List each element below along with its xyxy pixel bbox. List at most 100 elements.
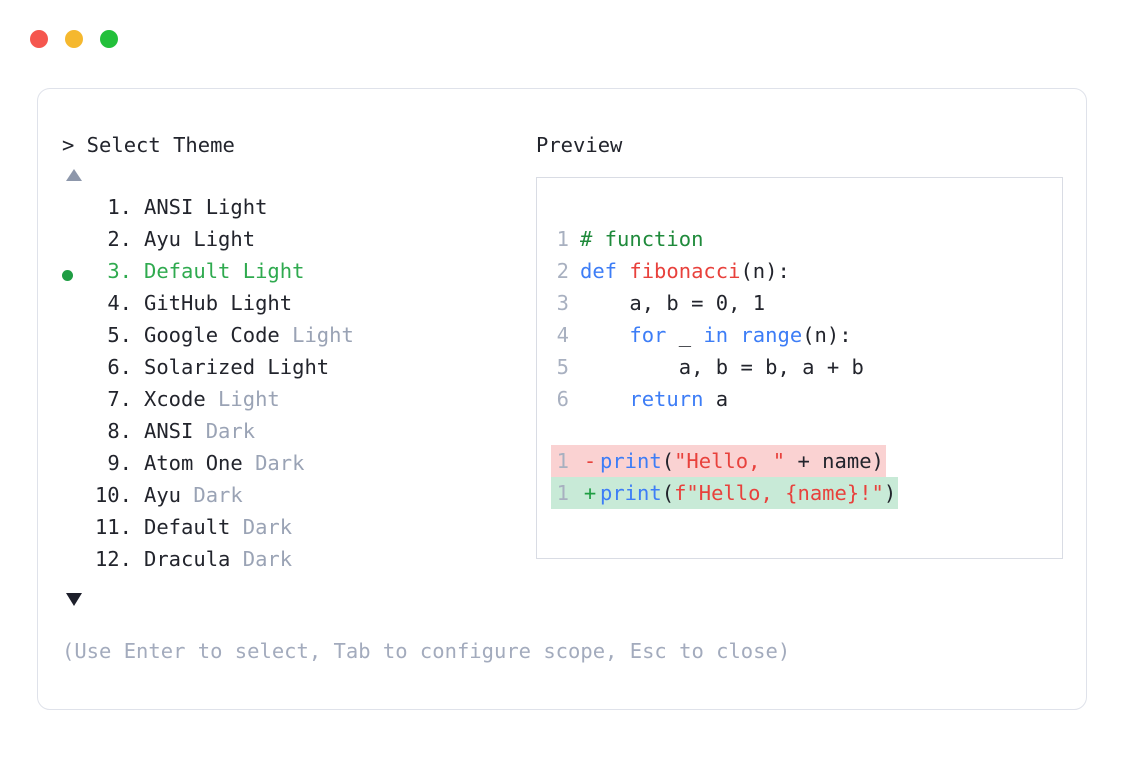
theme-item-name: Default Light [144,259,305,283]
theme-list-item[interactable]: 2. Ayu Light [62,227,532,259]
code-line: 5 a, b = b, a + b [551,351,898,383]
theme-item-name: Solarized Light [144,355,330,379]
theme-item-index: 5. [107,323,132,347]
theme-item-index: 6. [107,355,132,379]
minimize-button[interactable] [65,30,83,48]
code-token-plain: _ [666,323,704,347]
line-number: 1 [556,449,569,473]
theme-item-variant: Dark [230,515,293,539]
theme-item-variant: Light [205,387,280,411]
theme-list-item[interactable]: 7.Xcode Light [62,387,532,419]
theme-list-item[interactable]: 12. Dracula Dark [62,547,532,579]
code-token-plain [580,387,629,411]
theme-item-index: 9. [107,451,132,475]
theme-list-item[interactable]: 5.Google Code Light [62,323,532,355]
diff-marker: - [583,449,597,473]
preview-title: Preview [536,133,623,157]
theme-list-item[interactable]: 8.ANSI Dark [62,419,532,451]
line-number: 2 [556,259,569,283]
code-token-plain: (n): [802,323,852,347]
code-token-plain: ) [883,481,897,505]
theme-list-item[interactable]: 11. Default Dark [62,515,532,547]
line-number: 6 [556,387,569,411]
diff-line-text: print(f"Hello, {name}!") [600,477,896,509]
code-line: 1 # function [551,223,898,255]
theme-item-index: 1. [107,195,132,219]
code-line-text: for _ in range(n): [580,319,852,351]
diff-block: 1-print("Hello, " + name)1+print(f"Hello… [551,445,899,509]
theme-item-index: 12. [94,547,132,571]
theme-item-name: Ayu Light [144,227,256,251]
theme-item-variant: Dark [181,483,243,507]
theme-item-name: Ayu [144,483,182,507]
theme-item-index: 10. [94,483,132,507]
code-line-text: return a [580,383,728,415]
code-line-text: # function [580,223,703,255]
line-number: 3 [556,291,569,315]
theme-item-variant: Dark [230,547,293,571]
code-token-plain: a, b = 0, 1 [580,291,766,315]
code-token-keyword: in [703,323,729,347]
code-token-keyword: for [629,323,667,347]
diff-line-highlight: 1-print("Hello, " + name) [551,445,886,477]
code-token-plain: a [703,387,729,411]
theme-item-index: 11. [94,515,132,539]
scroll-down-icon[interactable] [66,593,82,606]
line-number: 1 [556,481,569,505]
theme-item-index: 2. [107,227,132,251]
theme-item-name: GitHub Light [144,291,293,315]
code-token-func: fibonacci [629,259,741,283]
code-line: 3 a, b = 0, 1 [551,287,898,319]
code-token-keyword: print [600,449,662,473]
code-token-string: "Hello, " [674,449,786,473]
code-token-string: f"Hello, {name}!" [674,481,884,505]
theme-item-name: Atom One [144,451,243,475]
code-token-plain: ( [661,481,675,505]
code-token-keyword: return [629,387,704,411]
code-line: 6 return a [551,383,898,415]
selection-bullet-slot [62,269,88,281]
code-token-plain [728,323,740,347]
theme-item-index: 7. [107,387,132,411]
code-line-text: a, b = 0, 1 [580,287,765,319]
theme-list-item[interactable]: 1. ANSI Light [62,195,532,227]
code-token-plain [580,323,629,347]
line-number: 1 [556,227,569,251]
maximize-button[interactable] [100,30,118,48]
theme-item-name: Default [144,515,231,539]
diff-line-del: 1-print("Hello, " + name) [551,445,898,477]
diff-marker: + [583,481,597,505]
theme-item-variant: Light [279,323,354,347]
theme-item-index: 4. [107,291,132,315]
theme-item-name: Dracula [144,547,231,571]
code-token-comment: # function [580,227,704,251]
scroll-up-icon[interactable] [66,169,82,181]
code-token-keyword: print [600,481,662,505]
diff-line-highlight: 1 +print(f"Hello, {name}!") [551,477,899,509]
code-line: 2 def fibonacci(n): [551,255,898,287]
code-line-text: def fibonacci(n): [580,255,790,287]
theme-item-name: ANSI [144,419,194,443]
theme-list-item[interactable]: 6. Solarized Light [62,355,532,387]
line-number: 4 [556,323,569,347]
code-token-keyword: range [740,323,803,347]
theme-list-item[interactable]: 4. GitHub Light [62,291,532,323]
theme-list-item[interactable]: 9.Atom One Dark [62,451,532,483]
close-button[interactable] [30,30,48,48]
code-token-keyword: def [580,259,630,283]
theme-item-name: ANSI Light [144,195,268,219]
code-line: 4 for _ in range(n): [551,319,898,351]
window-controls [30,30,118,48]
selected-bullet-icon [62,269,73,281]
theme-list-item[interactable]: 10. Ayu Dark [62,483,532,515]
code-token-plain: + name) [785,449,884,473]
code-token-plain: a, b = b, a + b [580,355,864,379]
theme-list-item[interactable]: 3.Default Light [62,259,532,291]
line-number: 5 [556,355,569,379]
